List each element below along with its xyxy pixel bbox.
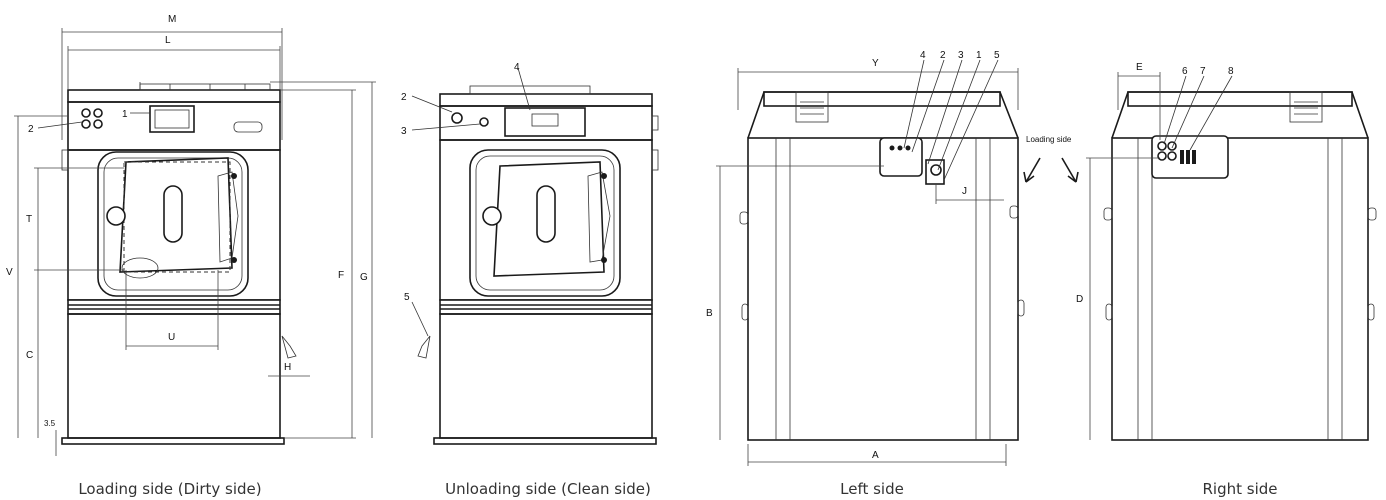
dim-M-label: M xyxy=(168,14,176,25)
dim-Y-label: Y xyxy=(872,58,879,69)
dim-T-label: T xyxy=(26,214,32,225)
dim-F-label: F xyxy=(338,270,344,281)
dim-V-label: V xyxy=(6,267,13,278)
unloading-callout-3: 3 xyxy=(401,126,407,137)
dim-L-label: L xyxy=(165,35,171,46)
loading-side-caption: Loading side (Dirty side) xyxy=(78,480,261,498)
unloading-display xyxy=(504,107,586,137)
loading-side-arrows: Loading side xyxy=(1023,135,1079,183)
unloading-callout-2: 2 xyxy=(401,92,407,103)
button-icon xyxy=(81,108,91,118)
right-callout-7: 7 xyxy=(1200,66,1206,77)
door-handle xyxy=(163,185,183,243)
dim-3-5-label: 3.5 xyxy=(44,419,56,428)
dim-B-label: B xyxy=(706,308,713,319)
loading-callout-1: 1 xyxy=(122,109,128,120)
dim-U-label: U xyxy=(168,332,175,343)
dim-A-label: A xyxy=(872,450,879,461)
right-side-caption: Right side xyxy=(1203,480,1278,498)
left-callout-5: 5 xyxy=(994,50,1000,61)
dim-J-label: J xyxy=(962,186,967,197)
left-connection-panel xyxy=(879,137,923,177)
dim-H-label: H xyxy=(284,362,291,373)
unloading-side-view: 2 3 4 5 xyxy=(401,62,659,445)
dim-C-label: C xyxy=(26,350,33,361)
left-callout-4: 4 xyxy=(920,50,926,61)
unloading-side-caption: Unloading side (Clean side) xyxy=(445,480,651,498)
unloading-callout-5: 5 xyxy=(404,292,410,303)
dim-E-label: E xyxy=(1136,62,1143,73)
unloading-callout-4: 4 xyxy=(514,62,520,73)
left-callout-1: 1 xyxy=(976,50,982,61)
loading-callout-2: 2 xyxy=(28,124,34,135)
dim-D-label: D xyxy=(1076,294,1083,305)
left-callout-3: 3 xyxy=(958,50,964,61)
loading-side-view: M L V T C 3.5 U F G H xyxy=(6,14,376,456)
loading-side-note: Loading side xyxy=(1026,135,1072,144)
left-side-caption: Left side xyxy=(840,480,904,498)
right-callout-8: 8 xyxy=(1228,66,1234,77)
left-callout-2: 2 xyxy=(940,50,946,61)
right-callout-6: 6 xyxy=(1182,66,1188,77)
dim-G-label: G xyxy=(360,272,368,283)
right-side-view: E D 6 7 8 xyxy=(1076,62,1377,441)
left-side-view: Y B A J 4 2 3 1 5 xyxy=(706,50,1025,466)
unloading-door-handle xyxy=(536,185,556,243)
